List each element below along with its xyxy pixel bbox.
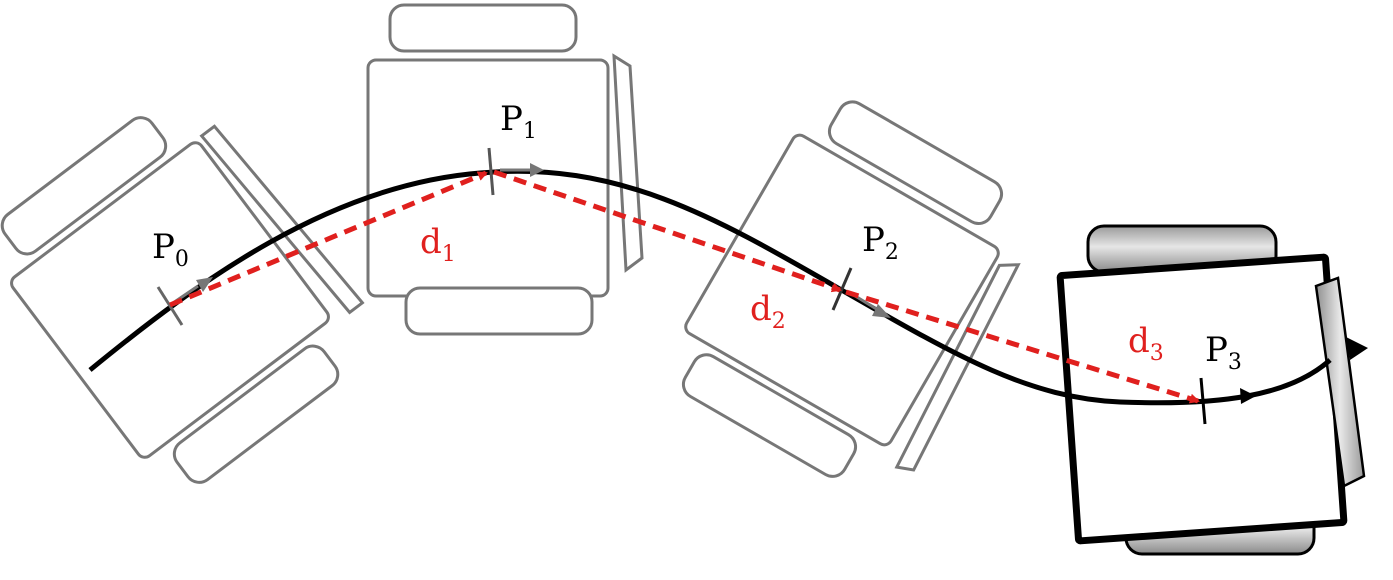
wheel-right xyxy=(404,286,594,336)
wheel-left xyxy=(388,3,578,53)
front-bumper xyxy=(1314,276,1366,488)
label-d3: d3 xyxy=(1128,321,1164,366)
heading-arrow-icon xyxy=(1240,388,1256,404)
robot-pose-3 xyxy=(1056,224,1366,556)
trajectory-end-arrow xyxy=(1346,337,1368,360)
displacement-d1 xyxy=(169,170,488,308)
label-p2: P2 xyxy=(862,220,899,265)
front-bumper xyxy=(894,263,1021,472)
heading-arrow-icon xyxy=(530,163,544,177)
wheel-right xyxy=(681,353,858,478)
label-p0: P0 xyxy=(152,227,189,272)
pose-3-marker xyxy=(1199,377,1256,425)
pose-1-marker xyxy=(487,147,544,196)
front-bumper xyxy=(612,53,644,273)
front-bumper xyxy=(199,124,365,315)
label-p1: P1 xyxy=(500,99,537,144)
label-d2: d2 xyxy=(750,289,786,334)
trajectory-path xyxy=(88,168,1332,406)
robot-pose-0 xyxy=(0,116,365,484)
displacement-d2 xyxy=(493,169,842,293)
heading-arrow-icon xyxy=(196,277,213,292)
wheel-left xyxy=(827,100,1004,225)
label-d1: d1 xyxy=(420,222,456,267)
robot-body xyxy=(366,58,610,298)
robot-pose-1 xyxy=(366,3,644,336)
label-p3: P3 xyxy=(1205,330,1242,375)
heading-arrow-icon xyxy=(872,304,891,318)
wheel-left xyxy=(0,116,168,256)
robot-body xyxy=(10,141,330,459)
wheel-right xyxy=(172,344,340,484)
